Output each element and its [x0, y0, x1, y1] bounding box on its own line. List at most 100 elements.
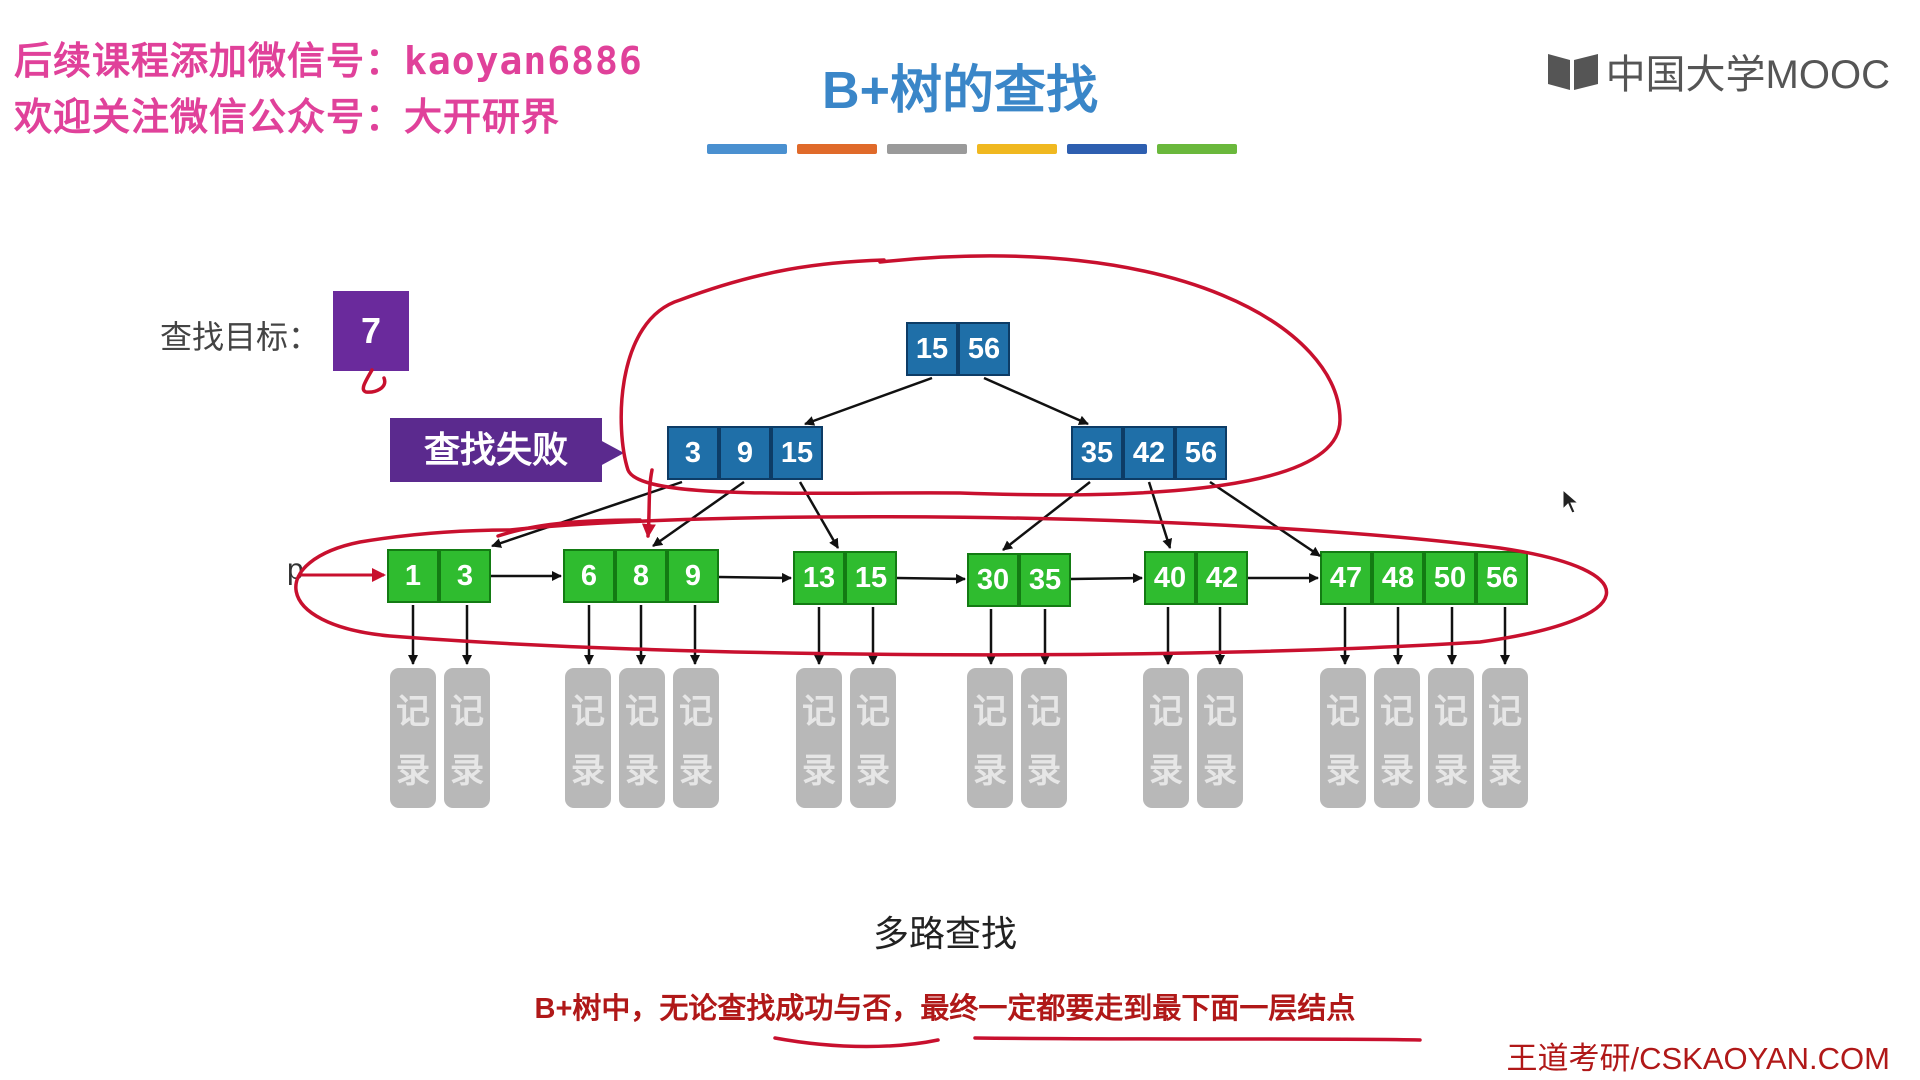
internal-node-right: 35 42 56 [1071, 426, 1227, 480]
record-pill: 记录 [850, 668, 896, 808]
record-char: 记 [1027, 692, 1061, 732]
key-cell: 9 [719, 426, 771, 480]
record-char: 录 [1434, 751, 1468, 791]
edge [983, 376, 1089, 426]
leaf-node-5: 40 42 [1144, 551, 1248, 605]
watermark-line-1: 后续课程添加微信号：kaoyan6886 [14, 39, 643, 83]
conclusion-underline-2 [973, 1036, 1422, 1042]
record-pill: 记录 [390, 668, 436, 808]
key-cell: 1 [387, 549, 439, 603]
key-cell: 47 [1320, 551, 1372, 605]
record-char: 录 [802, 751, 836, 791]
record-char: 录 [1326, 751, 1360, 791]
record-char: 记 [1326, 692, 1360, 732]
edge [1070, 573, 1143, 584]
key-cell: 42 [1123, 426, 1175, 480]
record-char: 录 [571, 751, 605, 791]
key-cell: 9 [667, 549, 719, 603]
callout-pointer [600, 440, 624, 466]
record-char: 录 [1488, 751, 1522, 791]
record-char: 记 [679, 692, 713, 732]
leaf-node-6: 47 48 50 56 [1320, 551, 1528, 605]
record-char: 记 [802, 692, 836, 732]
record-char: 录 [1380, 751, 1414, 791]
color-bar-segment [977, 144, 1057, 154]
key-cell: 56 [1476, 551, 1528, 605]
search-target-value: 7 [333, 291, 409, 371]
edge [896, 573, 966, 584]
record-pill: 记录 [1320, 668, 1366, 808]
key-cell: 15 [845, 551, 897, 605]
search-fail-callout: 查找失败 [390, 418, 602, 482]
key-cell: 13 [793, 551, 845, 605]
record-pill: 记录 [1374, 668, 1420, 808]
logo-text: 中国大学MOOC [1605, 53, 1890, 97]
conclusion-text: B+树中，无论查找成功与否，最终一定都要走到最下面一层结点 [534, 993, 1356, 1025]
internal-node-left: 3 9 15 [667, 426, 823, 480]
watermark-line-2: 欢迎关注微信公众号：大开研界 [14, 95, 561, 139]
edge [491, 480, 683, 548]
leaf-node-1: 1 3 [387, 549, 491, 603]
key-cell: 35 [1071, 426, 1123, 480]
record-pill: 记录 [673, 668, 719, 808]
record-char: 记 [571, 692, 605, 732]
slide-title: B+树的查找 [822, 62, 1098, 120]
leaf-node-4: 30 35 [967, 553, 1071, 607]
key-cell: 15 [771, 426, 823, 480]
edge [718, 572, 792, 583]
key-cell: 56 [1175, 426, 1227, 480]
target-underline [361, 368, 387, 394]
caption-multiway-search: 多路查找 [872, 913, 1017, 954]
key-cell: 50 [1424, 551, 1476, 605]
scan-stroke [496, 518, 642, 538]
conclusion-underline-1 [773, 1036, 940, 1049]
record-char: 记 [1434, 692, 1468, 732]
record-char: 记 [1149, 692, 1183, 732]
leaf-node-3: 13 15 [793, 551, 897, 605]
key-cell: 42 [1196, 551, 1248, 605]
record-pill: 记录 [619, 668, 665, 808]
record-pill: 记录 [565, 668, 611, 808]
leaf-node-2: 6 8 9 [563, 549, 719, 603]
record-pill: 记录 [967, 668, 1013, 808]
record-pill: 记录 [1197, 668, 1243, 808]
color-bar-segment [707, 144, 787, 154]
key-cell: 8 [615, 549, 667, 603]
key-cell: 35 [1019, 553, 1071, 607]
record-pill: 记录 [444, 668, 490, 808]
record-char: 录 [625, 751, 659, 791]
color-bar-segment [797, 144, 877, 154]
key-cell: 48 [1372, 551, 1424, 605]
record-char: 录 [396, 751, 430, 791]
handdrawn-annotations [294, 254, 1608, 1049]
cursor-icon [1562, 488, 1580, 514]
search-target-label: 查找目标： [160, 319, 321, 355]
key-cell: 3 [439, 549, 491, 603]
edge [1002, 481, 1091, 551]
color-bar-segment [1067, 144, 1147, 154]
title-color-bar [707, 144, 1237, 154]
record-pill: 记录 [1021, 668, 1067, 808]
key-cell: 3 [667, 426, 719, 480]
upper-levels-circle [619, 254, 1342, 497]
record-char: 录 [973, 751, 1007, 791]
record-char: 录 [679, 751, 713, 791]
record-char: 录 [1027, 751, 1061, 791]
record-char: 录 [450, 751, 484, 791]
mooc-logo: 中国大学MOOC [1546, 42, 1890, 100]
record-char: 记 [625, 692, 659, 732]
root-node: 15 56 [906, 322, 1010, 376]
descend-arrow [641, 468, 656, 538]
record-char: 记 [1203, 692, 1237, 732]
edge [1209, 480, 1321, 558]
record-pill: 记录 [1428, 668, 1474, 808]
record-pill: 记录 [796, 668, 842, 808]
book-icon [1547, 54, 1598, 90]
record-pill: 记录 [1143, 668, 1189, 808]
record-char: 记 [1488, 692, 1522, 732]
record-char: 记 [396, 692, 430, 732]
color-bar-segment [887, 144, 967, 154]
credit-text: 王道考研/CSKAOYAN.COM [1506, 1041, 1890, 1076]
record-char: 录 [1203, 751, 1237, 791]
